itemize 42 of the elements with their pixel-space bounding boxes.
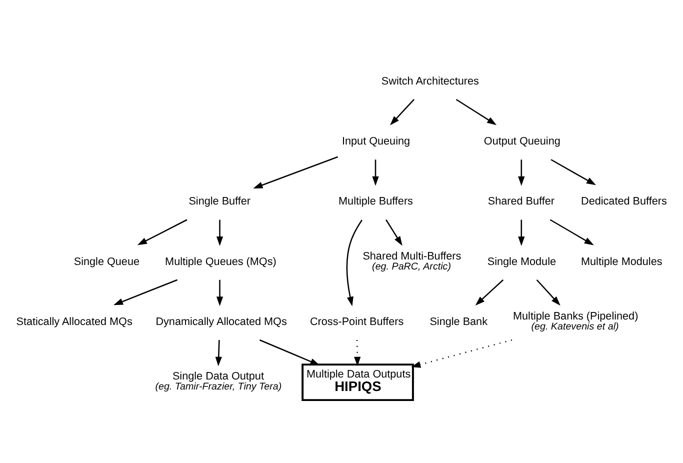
node-label: (eg. Katevenis et al) bbox=[531, 321, 619, 332]
arrow bbox=[550, 218, 594, 245]
arrow bbox=[259, 338, 320, 365]
node-text: Switch Architectures bbox=[381, 74, 479, 87]
node-box: Multiple Data Outputs HIPIQS bbox=[302, 363, 414, 401]
node-text: Statically Allocated MQs bbox=[16, 315, 132, 328]
node-text: Multiple Buffers bbox=[338, 195, 413, 208]
node-text: Dynamically Allocated MQs bbox=[156, 315, 287, 328]
node-text: Multiple Queues (MQs) bbox=[165, 255, 276, 268]
node-text: Shared Multi-Buffers bbox=[362, 250, 462, 262]
node-text: Single Module bbox=[487, 255, 556, 268]
arrow bbox=[215, 339, 222, 366]
arrow bbox=[518, 159, 525, 186]
arrow bbox=[113, 278, 178, 305]
arrow bbox=[386, 218, 402, 246]
arrow bbox=[456, 98, 497, 125]
node-text: Dedicated Buffers bbox=[581, 195, 667, 208]
node-label: (eg. PaRC, Arctic) bbox=[372, 260, 452, 272]
arrow bbox=[518, 219, 525, 246]
node-text: Single Buffer bbox=[188, 195, 251, 208]
node-text: Cross-Point Buffers bbox=[310, 315, 404, 328]
arrow bbox=[137, 218, 188, 245]
node-text: Input Queuing bbox=[342, 135, 410, 148]
node-text: Single Queue bbox=[74, 255, 140, 268]
arrow bbox=[550, 158, 596, 185]
arrow bbox=[411, 338, 512, 368]
arrow bbox=[536, 278, 560, 306]
arrow bbox=[372, 159, 379, 186]
node-text: Shared Buffer bbox=[488, 195, 554, 208]
arrow bbox=[216, 279, 224, 306]
node-text: Multiple Banks (Pipelined) bbox=[513, 310, 638, 322]
arrow bbox=[390, 98, 414, 125]
arrow bbox=[475, 278, 504, 306]
arrow bbox=[253, 156, 338, 188]
node-text: Single Data Output bbox=[172, 370, 264, 382]
arrow bbox=[216, 219, 224, 246]
arrow bbox=[354, 339, 361, 366]
node-text: Multiple Modules bbox=[581, 255, 662, 268]
arrow bbox=[346, 219, 362, 306]
node-label: (eg. Tamir-Frazier, Tiny Tera) bbox=[155, 381, 282, 392]
node-text: Output Queuing bbox=[484, 135, 560, 148]
node-text: Single Bank bbox=[430, 315, 488, 328]
